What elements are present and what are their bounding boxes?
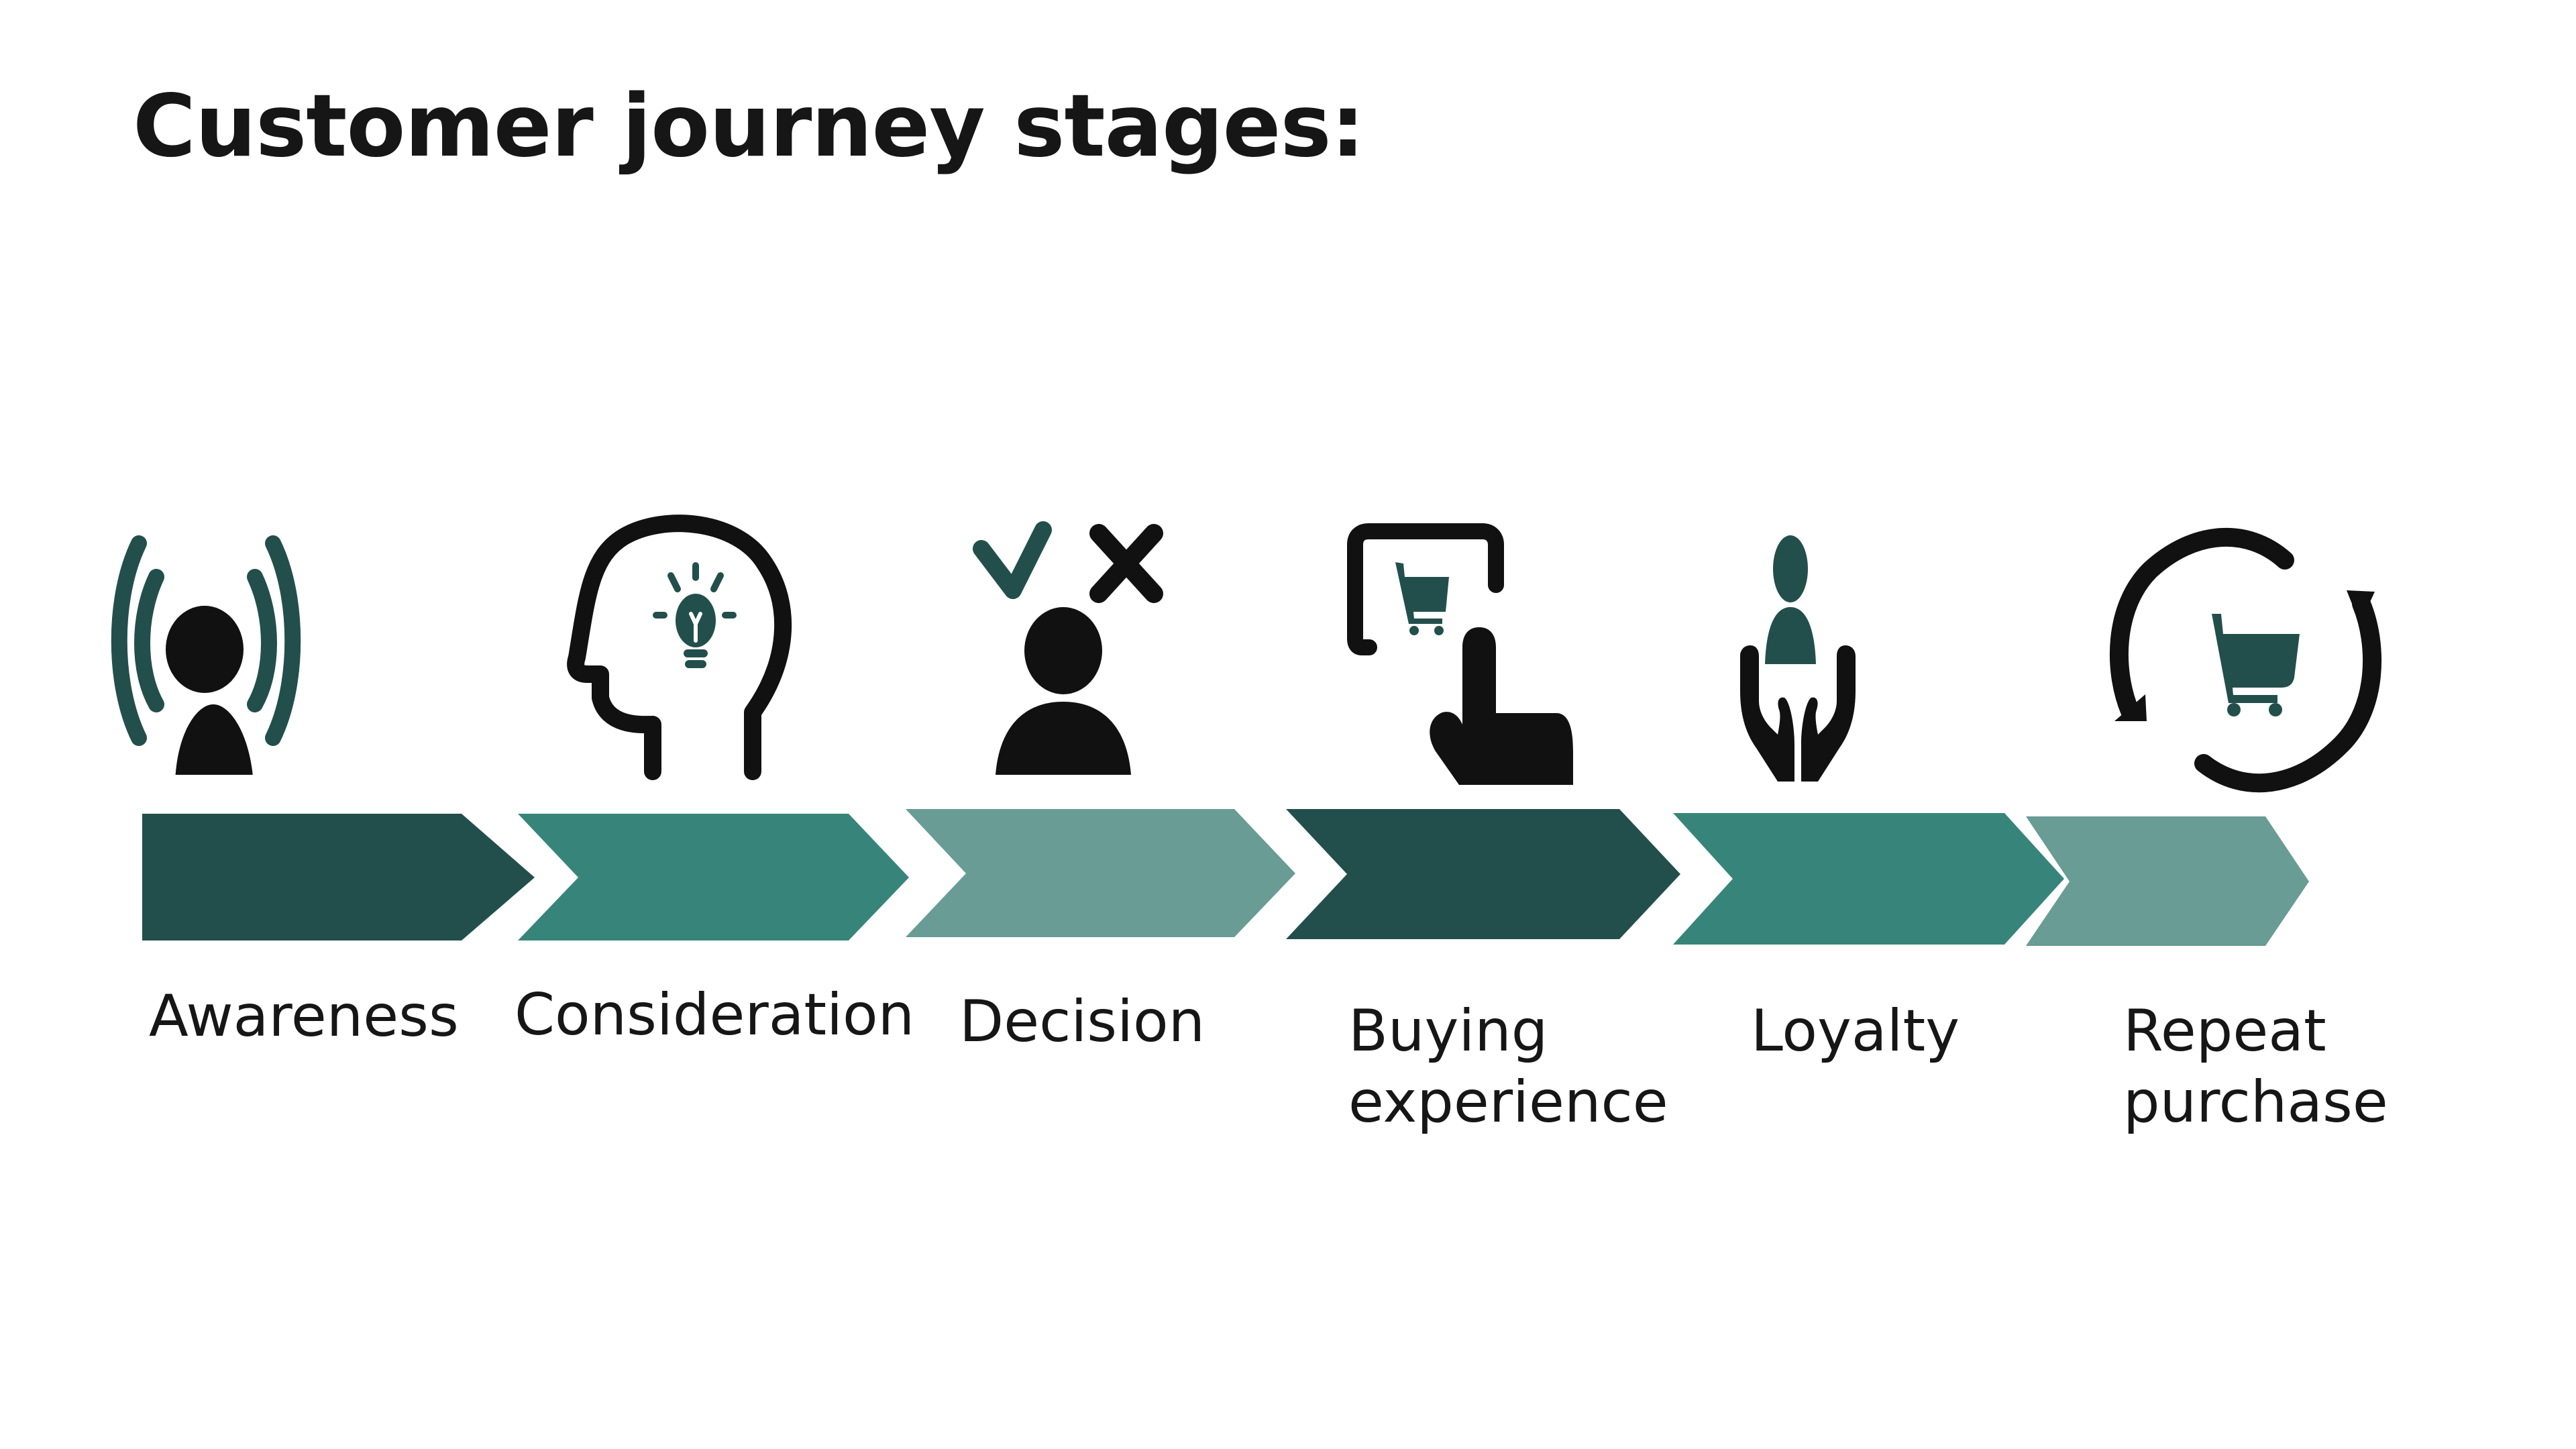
chevron-loyalty (1673, 813, 2064, 945)
stage-label-decision: Decision (959, 988, 1205, 1055)
chevron-buying-experience (1286, 809, 1680, 939)
page-title: Customer journey stages: (133, 76, 1365, 176)
stage-label-repeat-purchase: Repeat purchase (2123, 998, 2388, 1136)
chevron-consideration (518, 814, 909, 941)
head-lightbulb-icon (567, 515, 792, 780)
stage-label-loyalty: Loyalty (1751, 998, 1960, 1065)
person-check-x-icon (973, 521, 1163, 775)
chevron-repeat-purchase (2026, 816, 2309, 946)
stage-label-awareness: Awareness (149, 983, 459, 1050)
stage-label-buying-experience: Buying experience (1348, 998, 1668, 1136)
cart-cycle-icon (2110, 527, 2381, 793)
chevron-awareness (142, 814, 535, 941)
phone-cart-tap-icon (1347, 523, 1573, 785)
hands-person-icon (1740, 535, 1856, 782)
chevron-decision (906, 809, 1295, 937)
person-broadcast-icon (111, 535, 301, 775)
stage-label-consideration: Consideration (515, 981, 915, 1049)
